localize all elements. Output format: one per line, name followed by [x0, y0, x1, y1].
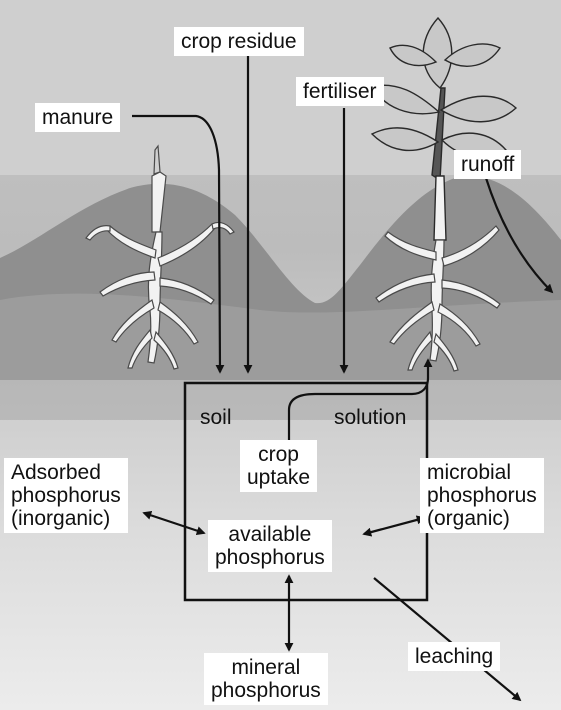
fertiliser-label: fertiliser: [296, 77, 384, 106]
adsorbed-line1: Adsorbed: [11, 461, 121, 484]
crop-uptake-line1: crop: [247, 443, 310, 466]
microbial-line3: (organic): [427, 507, 537, 530]
adsorbed-line3: (inorganic): [11, 507, 121, 530]
manure-label: manure: [35, 103, 120, 132]
crop-residue-label: crop residue: [174, 27, 304, 56]
crop-uptake-label: crop uptake: [240, 440, 317, 492]
microbial-phosphorus-label: microbial phosphorus (organic): [420, 458, 544, 533]
hill-shading: [0, 294, 561, 420]
mineral-line2: phosphorus: [211, 679, 321, 702]
adsorbed-line2: phosphorus: [11, 484, 121, 507]
adsorbed-phosphorus-label: Adsorbed phosphorus (inorganic): [4, 458, 128, 533]
mineral-phosphorus-label: mineral phosphorus: [204, 653, 328, 705]
crop-uptake-line2: uptake: [247, 466, 310, 489]
leaching-label: leaching: [408, 642, 500, 671]
available-line1: available: [215, 523, 325, 546]
microbial-line2: phosphorus: [427, 484, 537, 507]
soil-label: soil: [200, 406, 232, 429]
solution-label: solution: [334, 406, 406, 429]
microbial-line1: microbial: [427, 461, 537, 484]
available-phosphorus-label: available phosphorus: [208, 520, 332, 572]
available-line2: phosphorus: [215, 546, 325, 569]
mineral-line1: mineral: [211, 656, 321, 679]
runoff-label: runoff: [454, 150, 521, 179]
